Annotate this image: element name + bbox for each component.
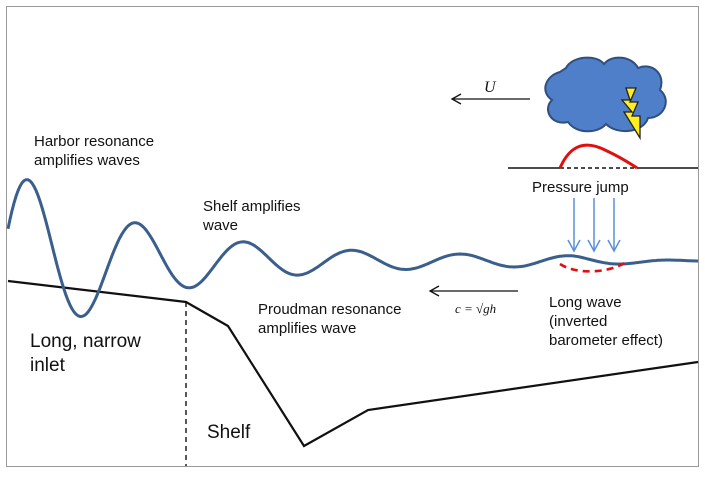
shelf-label: Shelf bbox=[207, 422, 251, 443]
inlet-label: Long, narrow inlet bbox=[30, 331, 141, 376]
lightning-bolt-icon bbox=[620, 87, 641, 141]
pressure-arrowhead-1 bbox=[567, 239, 581, 253]
pressure-force-arrows bbox=[567, 198, 621, 253]
inverted-barometer-dip bbox=[559, 261, 626, 273]
seafloor-profile bbox=[7, 279, 699, 448]
proudman-resonance-label: Proudman resonance amplifies wave bbox=[258, 301, 402, 337]
pressure-arrowhead-2 bbox=[587, 239, 601, 253]
water-wave bbox=[6, 178, 698, 319]
storm-velocity-arrowhead bbox=[450, 93, 462, 105]
shelf-amplifies-label: Shelf amplifies wave bbox=[203, 198, 301, 234]
storm-cloud-icon bbox=[544, 56, 667, 133]
harbor-resonance-label: Harbor resonance amplifies waves bbox=[34, 133, 155, 169]
storm-velocity-label: U bbox=[484, 79, 496, 96]
wave-speed-arrowhead bbox=[428, 285, 440, 297]
pressure-jump-label: Pressure jump bbox=[532, 179, 629, 196]
frame-border bbox=[6, 6, 699, 467]
wave-speed-label: c = √gh bbox=[455, 301, 497, 316]
long-wave-label: Long wave (inverted barometer effect) bbox=[549, 294, 663, 349]
pressure-jump-curve bbox=[558, 143, 638, 170]
pressure-arrowhead-3 bbox=[607, 239, 621, 253]
